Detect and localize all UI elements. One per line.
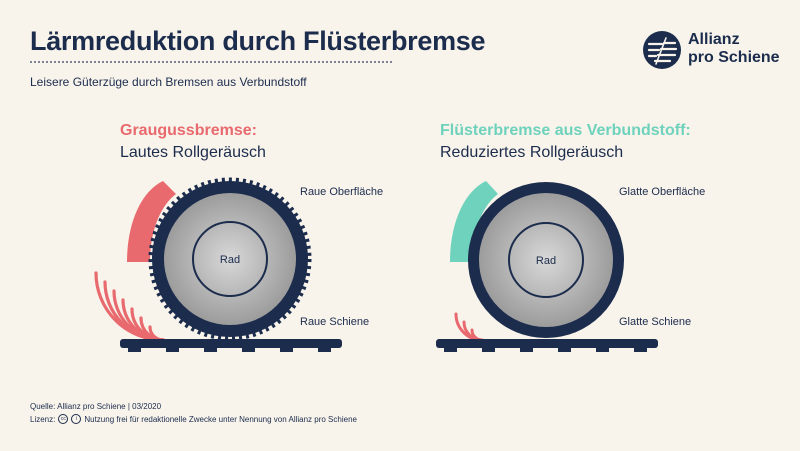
left-wheel-label: Rad [220,254,240,266]
logo-line-2: pro Schiene [688,49,780,66]
license-note: Lizenz: cc i Nutzung frei für redaktione… [30,414,357,424]
page-subtitle: Leisere Güterzüge durch Bremsen aus Verb… [30,75,307,89]
right-wheel-label: Rad [536,255,556,267]
source-note: Quelle: Allianz pro Schiene | 03/2020 [30,402,162,411]
logo-text: Allianz pro Schiene [688,31,780,67]
left-sound-waves-icon [94,271,165,342]
left-surface-label: Raue Oberfläche [300,186,384,198]
left-subheading: Lautes Rollgeräusch [120,144,266,161]
license-text: Nutzung frei für redaktionelle Zwecke un… [84,414,357,424]
right-surface-label: Glatte Oberfläche [619,186,706,198]
right-brake-block [450,181,498,262]
right-heading: Flüsterbremse aus Verbundstoff: [440,122,691,139]
left-wheel-rough-rim [148,177,312,341]
left-brake-block [127,181,176,262]
logo-line-1: Allianz [688,31,740,48]
cc-icon: cc [58,414,69,424]
left-rail [120,339,342,352]
right-sound-waves-icon [454,312,484,342]
right-rail [436,339,658,352]
allianz-logo: Allianz pro Schiene [642,30,782,70]
left-rail-label: Raue Schiene [300,316,370,328]
right-subheading: Reduziertes Rollgeräusch [440,144,624,161]
page-title: Lärmreduktion durch Flüsterbremse [30,26,486,56]
left-heading: Graugussbremse: [120,122,257,139]
title-divider [30,61,392,63]
attribution-icon: i [71,414,82,424]
left-wheel [148,177,312,341]
right-rail-label: Glatte Schiene [619,316,692,328]
logo-mark-icon [643,31,681,69]
right-wheel [468,182,624,338]
license-label: Lizenz: [30,414,56,424]
